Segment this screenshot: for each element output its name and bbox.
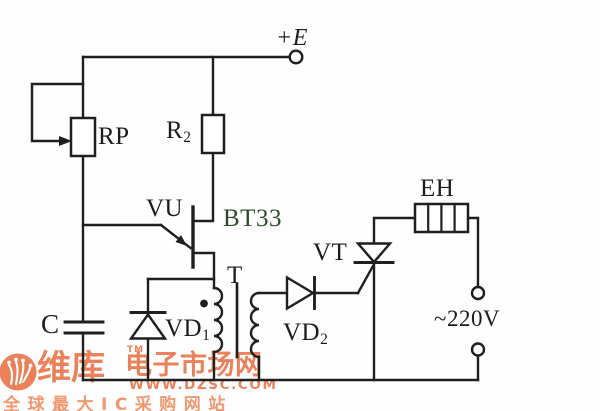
emitter-arrow-icon bbox=[175, 235, 187, 246]
label-ujt-part: BT33 bbox=[223, 205, 282, 232]
label-resistor-r2-sub: 2 bbox=[183, 128, 192, 146]
label-resistor-r2: R2 bbox=[166, 117, 192, 146]
resistor-r2-symbol bbox=[200, 113, 226, 155]
label-supply: +E bbox=[276, 25, 308, 51]
mains-terminal-bottom bbox=[470, 342, 486, 357]
weiku-logo-icon bbox=[0, 353, 37, 391]
heater-eh-symbol bbox=[413, 202, 470, 234]
thyristor-symbol bbox=[353, 242, 395, 264]
diode-vd1-symbol bbox=[128, 311, 168, 340]
label-resistor-r2-main: R bbox=[166, 117, 184, 144]
label-diode-vd1-sub: 1 bbox=[202, 326, 211, 344]
ujt-symbol bbox=[175, 205, 195, 269]
label-thyristor: VT bbox=[313, 239, 348, 266]
pulse-transformer-symbol bbox=[200, 282, 261, 359]
potentiometer-symbol bbox=[59, 116, 97, 158]
label-ujt: VU bbox=[146, 195, 184, 222]
label-diode-vd2-main: VD bbox=[283, 319, 321, 346]
label-mains: ~220V bbox=[434, 306, 501, 331]
watermark-tagline: 全球最大IC采购网站 bbox=[3, 395, 233, 411]
supply-terminal bbox=[288, 49, 304, 65]
wire-network bbox=[30, 55, 480, 382]
polarity-dot-icon bbox=[200, 299, 208, 308]
label-heater: EH bbox=[420, 175, 455, 202]
mains-terminal-top bbox=[470, 285, 486, 301]
label-diode-vd2-sub: 2 bbox=[320, 330, 329, 348]
label-transformer: T bbox=[227, 262, 243, 289]
label-diode-vd1-main: VD bbox=[165, 315, 203, 342]
diode-vd2-symbol bbox=[285, 275, 316, 311]
capacitor-symbol bbox=[63, 320, 105, 335]
label-diode-vd2: VD2 bbox=[283, 319, 329, 348]
label-capacitor: C bbox=[41, 309, 60, 339]
watermark-tm: TM bbox=[127, 345, 145, 355]
label-diode-vd1: VD1 bbox=[165, 315, 211, 344]
label-potentiometer: RP bbox=[98, 123, 130, 150]
wiper-arrow-icon bbox=[59, 136, 72, 146]
